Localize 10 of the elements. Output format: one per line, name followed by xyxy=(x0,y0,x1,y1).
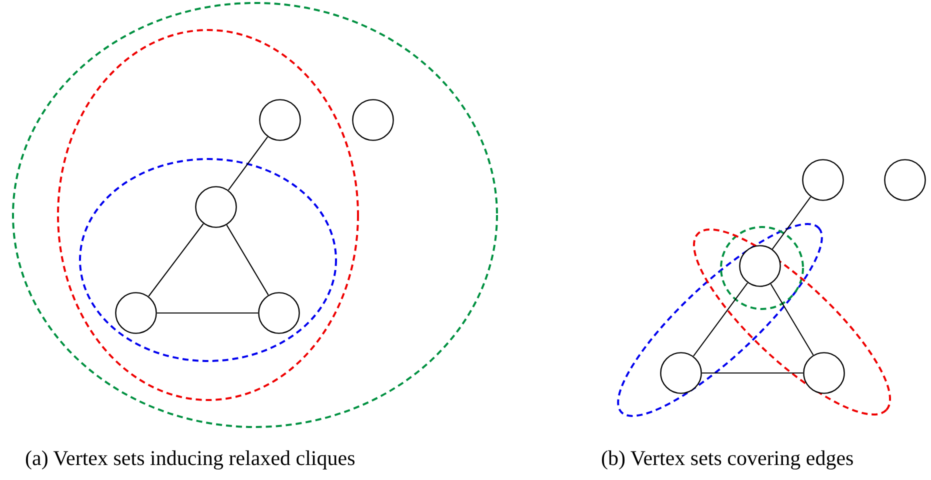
graph-edge xyxy=(772,196,812,250)
graph-edge xyxy=(148,223,204,297)
graph-edge xyxy=(226,224,269,296)
graph-edge xyxy=(157,312,258,314)
caption: (b) Vertex sets covering edges xyxy=(601,446,854,471)
graph-edge xyxy=(702,372,803,374)
graph-edge xyxy=(693,282,748,356)
caption: (a) Vertex sets inducing relaxed cliques xyxy=(25,446,356,471)
graph-edge xyxy=(770,284,814,356)
graph-edge xyxy=(228,136,268,190)
